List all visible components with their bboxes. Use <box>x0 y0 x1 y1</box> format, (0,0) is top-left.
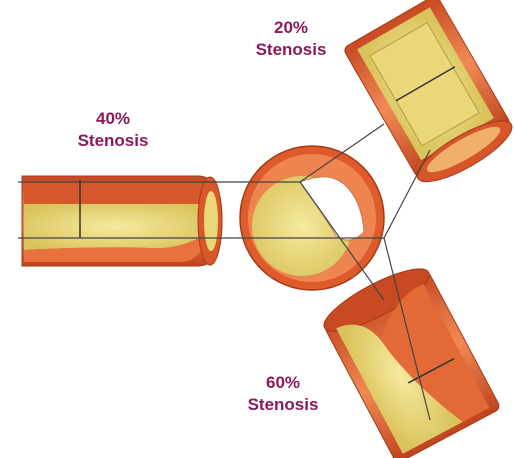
stenosis-20-percent: 20% <box>236 17 346 39</box>
artery-cross-section <box>240 146 384 290</box>
vessel-segment-60 <box>317 258 501 458</box>
vessel-segment-20 <box>343 0 516 192</box>
stenosis-60-percent: 60% <box>228 372 338 394</box>
stenosis-40-percent: 40% <box>58 108 168 130</box>
stenosis-40-word: Stenosis <box>58 130 168 152</box>
stenosis-20-label: 20% Stenosis <box>236 17 346 61</box>
stenosis-60-word: Stenosis <box>228 394 338 416</box>
stenosis-40-label: 40% Stenosis <box>58 108 168 152</box>
stenosis-60-label: 60% Stenosis <box>228 372 338 416</box>
vessel-segment-40 <box>22 176 222 266</box>
stenosis-20-word: Stenosis <box>236 39 346 61</box>
